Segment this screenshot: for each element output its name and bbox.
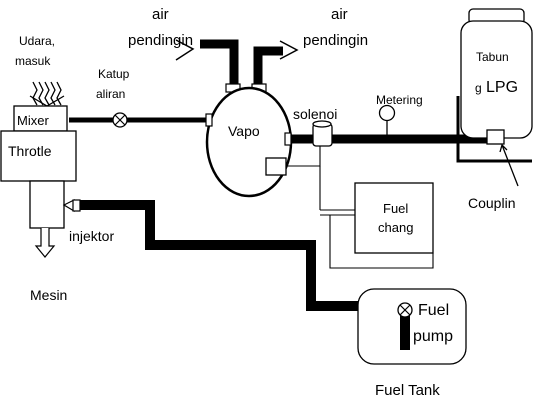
throtle-label: Throtle [8, 143, 52, 159]
lpg-tank-label-line2a: g [475, 81, 482, 95]
mixer-box [13, 105, 68, 132]
coolant-pipes [175, 39, 299, 93]
air-inlet-label-line1: Udara, [19, 34, 55, 48]
coolant-inlet-label-line1: air [152, 6, 169, 23]
fuel-pump-label-line2: pump [413, 328, 453, 345]
engine-outlet-arrow-icon [34, 228, 56, 258]
fuel-changeover-label-line1: Fuel [383, 201, 408, 216]
lpg-tank-label-line2b: LPG [486, 79, 518, 96]
injector-body [72, 199, 81, 212]
coolant-inlet-pipe [200, 39, 239, 86]
flow-valve-label-line2: aliran [96, 87, 125, 101]
coupling-pointer [499, 143, 519, 187]
vaporizer-inlet-port [284, 132, 292, 146]
fuel-tank-label: Fuel Tank [375, 382, 440, 399]
control-wires [286, 146, 434, 269]
solenoid-label: solenoi [293, 106, 337, 122]
vaporizer-control-port [265, 157, 287, 176]
metering-gauge [378, 104, 396, 122]
coolant-outlet-arrow-icon [279, 40, 299, 60]
vaporizer-outlet-port [205, 113, 213, 127]
solenoid-valve-cap [312, 120, 332, 128]
engine-intake-block [29, 180, 65, 229]
lpg-tank-cradle [456, 96, 532, 163]
fuel-tank [357, 288, 467, 365]
air-inlet-zigzag-icon [29, 81, 65, 107]
throtle-box [0, 130, 77, 182]
coupling [486, 129, 505, 145]
coolant-outlet-pipe [253, 46, 283, 86]
coolant-inlet-arrow-icon [175, 39, 195, 61]
metering-label: Metering [376, 93, 423, 107]
lpg-tank-label-line1: Tabun [476, 50, 509, 64]
engine-label: Mesin [30, 287, 67, 303]
vapo-label: Vapo [228, 123, 260, 139]
fuel-pump-label-line1: Fuel [418, 302, 449, 319]
coolant-outlet-label-line2: pendingin [303, 32, 368, 49]
coolant-outlet-label-line1: air [331, 6, 348, 23]
coolant-inlet-label-line2: pendingin [128, 32, 193, 49]
fuel-changeover-label-line2: chang [378, 220, 413, 235]
flow-valve-label-line1: Katup [98, 67, 130, 81]
vaporizer [205, 86, 293, 198]
injector-fuel-line [80, 200, 397, 311]
injector-label: injektor [69, 228, 114, 244]
coupling-label: Couplin [468, 195, 515, 211]
fuel-changeover-box [354, 182, 434, 254]
mixer-label: Mixer [17, 113, 49, 128]
air-inlet-label-line2: masuk [15, 54, 51, 68]
